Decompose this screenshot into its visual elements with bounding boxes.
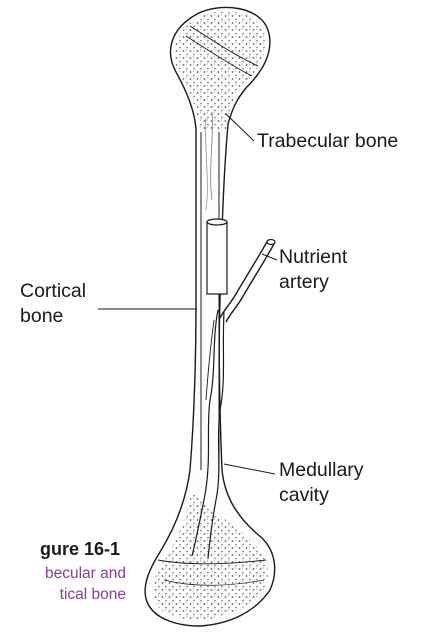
label-cortical-line2: bone bbox=[20, 304, 63, 328]
label-trabecular-bone: Trabecular bone bbox=[257, 129, 398, 153]
leader-trabecular bbox=[226, 114, 254, 141]
leader-medullary-cavity bbox=[224, 464, 275, 474]
leader-nutrient-artery bbox=[262, 254, 277, 260]
cortical-section-cylinder bbox=[207, 222, 227, 294]
caption-line2: tical bone bbox=[60, 584, 126, 605]
label-cortical-line1: Cortical bbox=[20, 279, 86, 303]
label-nutrient-line1: Nutrient bbox=[279, 245, 347, 269]
figure-caption-body: becular and tical bone bbox=[0, 563, 126, 607]
label-medullary-line2: cavity bbox=[279, 483, 329, 507]
proximal-trabecular-region bbox=[174, 11, 265, 130]
distal-trabecular-region bbox=[152, 490, 267, 620]
figure-number: gure 16-1 bbox=[40, 539, 120, 560]
label-nutrient-line2: artery bbox=[279, 270, 329, 294]
label-medullary-line1: Medullary bbox=[279, 458, 364, 482]
caption-line1: becular and bbox=[45, 563, 126, 584]
figure-caption-title: gure 16-1 bbox=[0, 539, 120, 563]
